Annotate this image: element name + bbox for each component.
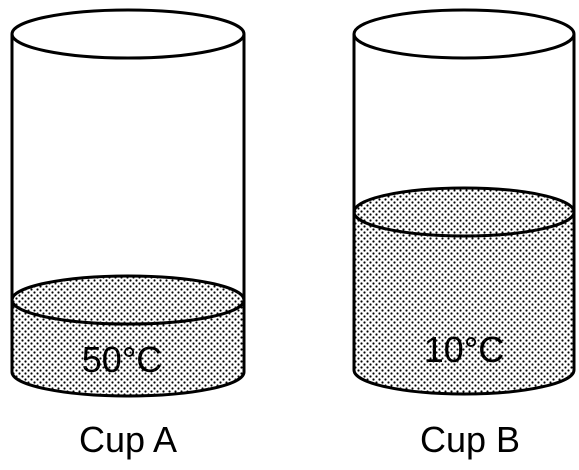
cup-b-rim [352, 8, 576, 60]
cup-a: 50°C Cup A [10, 8, 246, 460]
cup-a-water-surface [10, 274, 246, 326]
cup-b-temperature: 10°C [424, 329, 504, 370]
cup-a-bottom [10, 371, 246, 398]
cup-b-water [354, 212, 574, 394]
cup-b-label: Cup B [420, 419, 520, 460]
cup-a-label: Cup A [79, 419, 177, 460]
cup-a-rim [10, 8, 246, 60]
cup-b: 10°C Cup B [352, 8, 576, 460]
cup-b-bottom [352, 369, 576, 396]
cup-a-temperature: 50°C [82, 339, 162, 380]
cup-a-water [12, 300, 244, 396]
cup-b-water-surface [352, 186, 576, 238]
